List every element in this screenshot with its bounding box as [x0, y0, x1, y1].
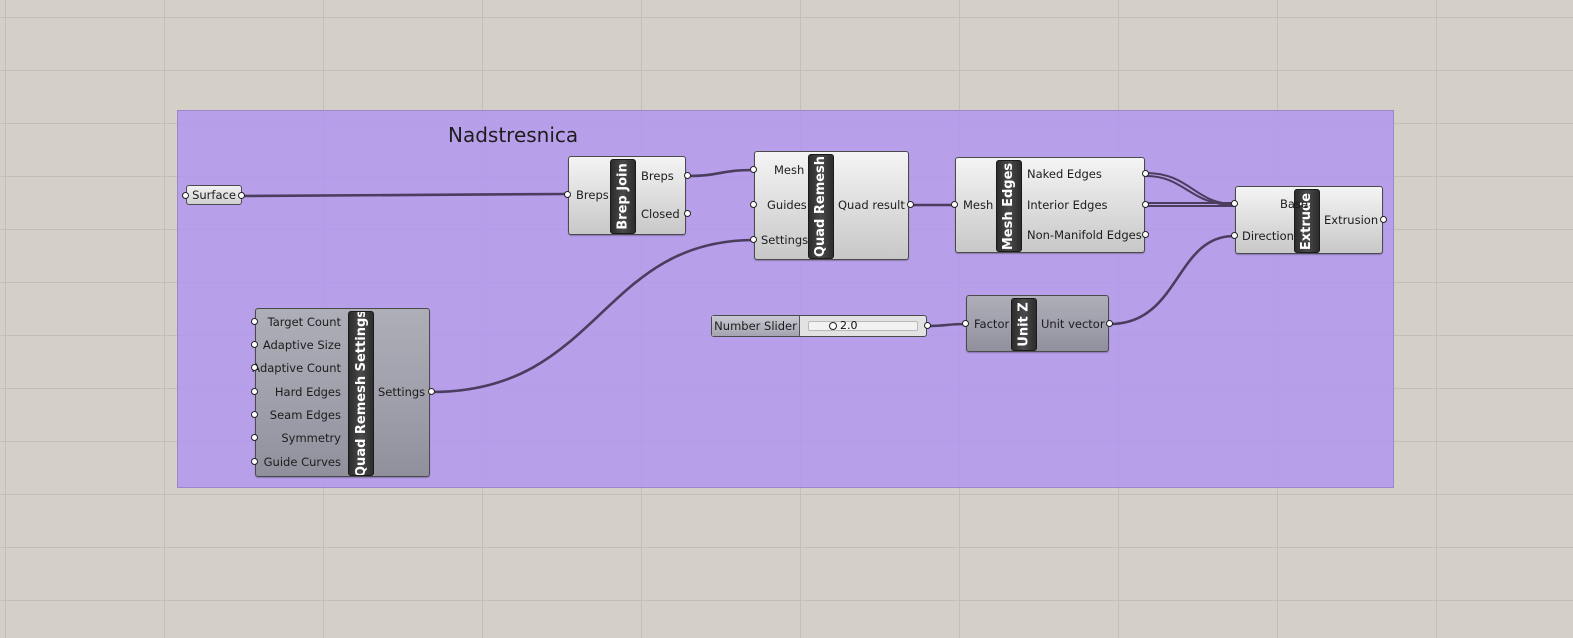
- brep-join-component[interactable]: Brep Join Breps Breps Closed: [568, 156, 686, 235]
- surface-label: Surface: [192, 188, 236, 202]
- settings-in-port-adaptive-count[interactable]: [251, 364, 258, 371]
- settings-in-port-symmetry[interactable]: [251, 434, 258, 441]
- quad-remesh-component[interactable]: Quad Remesh Mesh Guides Settings Quad re…: [754, 151, 909, 260]
- mesh-edges-in-port-mesh[interactable]: [951, 201, 958, 208]
- settings-out-port-settings[interactable]: [428, 388, 435, 395]
- brep-join-in-port-breps[interactable]: [564, 191, 571, 198]
- extrude-title: Extrude: [1294, 189, 1320, 253]
- number-slider-grip[interactable]: [829, 322, 837, 330]
- settings-input-adaptive-count: Adaptive Count: [252, 361, 341, 375]
- quad-remesh-input-settings: Settings: [761, 233, 809, 247]
- unit-z-output-unit-vector: Unit vector: [1041, 317, 1105, 331]
- settings-input-hard-edges: Hard Edges: [274, 385, 341, 399]
- brep-join-input-breps: Breps: [576, 188, 609, 202]
- mesh-edges-input-mesh: Mesh: [963, 198, 994, 212]
- quad-remesh-output-quad-result: Quad result: [838, 198, 905, 212]
- quad-remesh-out-port-quad-result[interactable]: [907, 201, 914, 208]
- extrude-output-extrusion: Extrusion: [1324, 213, 1379, 227]
- quad-remesh-input-mesh: Mesh: [774, 163, 805, 177]
- number-slider-value: 2.0: [840, 319, 858, 332]
- quad-remesh-settings-component[interactable]: Quad Remesh Settings Target Count Adapti…: [252, 308, 430, 477]
- mesh-edges-output-non-manifold: Non-Manifold Edges: [1027, 228, 1142, 242]
- brep-join-output-closed: Closed: [641, 207, 680, 221]
- quad-remesh-title: Quad Remesh: [808, 154, 834, 259]
- brep-join-out-port-breps[interactable]: [684, 172, 691, 179]
- group-title: Nadstresnica: [448, 123, 579, 147]
- extrude-in-port-base[interactable]: [1231, 200, 1238, 207]
- settings-in-port-hard-edges[interactable]: [251, 388, 258, 395]
- mesh-edges-out-port-naked[interactable]: [1142, 170, 1149, 177]
- settings-input-target-count: Target Count: [267, 315, 341, 329]
- extrude-input-base: Base: [1280, 197, 1309, 211]
- settings-input-seam-edges: Seam Edges: [269, 408, 341, 422]
- quad-remesh-settings-title: Quad Remesh Settings: [348, 311, 374, 476]
- unit-z-out-port-unit-vector[interactable]: [1106, 320, 1113, 327]
- brep-join-output-breps: Breps: [641, 169, 674, 183]
- mesh-edges-component[interactable]: Mesh Edges Mesh Naked Edges Interior Edg…: [955, 157, 1145, 253]
- surface-input-port[interactable]: [182, 192, 189, 199]
- settings-in-port-target-count[interactable]: [251, 318, 258, 325]
- settings-in-port-seam-edges[interactable]: [251, 411, 258, 418]
- quad-remesh-in-port-settings[interactable]: [750, 236, 757, 243]
- mesh-edges-output-interior: Interior Edges: [1027, 198, 1108, 212]
- quad-remesh-in-port-mesh[interactable]: [750, 166, 757, 173]
- unit-z-title: Unit Z: [1011, 298, 1037, 351]
- extrude-input-direction: Direction: [1242, 229, 1294, 243]
- mesh-edges-output-naked: Naked Edges: [1027, 167, 1102, 181]
- extrude-component[interactable]: Extrude Base Direction Extrusion: [1235, 186, 1383, 254]
- surface-parameter[interactable]: Surface: [186, 185, 242, 205]
- settings-input-adaptive-size: Adaptive Size: [262, 338, 341, 352]
- settings-input-symmetry: Symmetry: [281, 431, 341, 445]
- number-slider-label: Number Slider: [712, 316, 800, 336]
- extrude-out-port-extrusion[interactable]: [1380, 216, 1387, 223]
- number-slider[interactable]: Number Slider 2.0: [711, 315, 927, 337]
- unit-z-component[interactable]: Unit Z Factor Unit vector: [966, 295, 1109, 352]
- brep-join-title: Brep Join: [610, 159, 636, 234]
- extrude-in-port-direction[interactable]: [1231, 232, 1238, 239]
- unit-z-input-factor: Factor: [974, 317, 1010, 331]
- number-slider-out-port[interactable]: [924, 322, 931, 329]
- mesh-edges-title: Mesh Edges: [996, 160, 1022, 252]
- mesh-edges-out-port-interior[interactable]: [1142, 201, 1149, 208]
- brep-join-out-port-closed[interactable]: [684, 210, 691, 217]
- settings-in-port-adaptive-size[interactable]: [251, 341, 258, 348]
- settings-output-settings: Settings: [378, 385, 426, 399]
- settings-in-port-guide-curves[interactable]: [251, 458, 258, 465]
- unit-z-in-port-factor[interactable]: [962, 320, 969, 327]
- number-slider-track[interactable]: [808, 321, 918, 331]
- settings-input-guide-curves: Guide Curves: [263, 455, 341, 469]
- quad-remesh-in-port-guides[interactable]: [750, 201, 757, 208]
- surface-output-port[interactable]: [238, 192, 245, 199]
- quad-remesh-input-guides: Guides: [767, 198, 807, 212]
- mesh-edges-out-port-non-manifold[interactable]: [1142, 231, 1149, 238]
